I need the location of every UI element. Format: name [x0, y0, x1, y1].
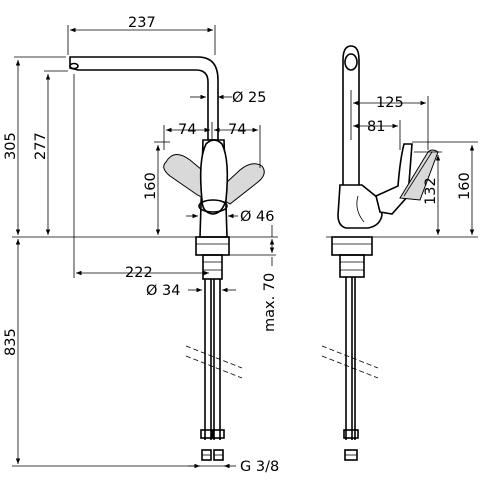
side-body [337, 184, 383, 229]
dim-dia-46: Ø 46 [240, 209, 274, 225]
dim-160-front: 160 [143, 172, 159, 200]
front-handle [199, 139, 229, 215]
front-view [69, 56, 265, 461]
dim-277: 277 [33, 132, 49, 160]
dim-835: 835 [3, 328, 19, 356]
dim-side-132: 132 [423, 177, 439, 205]
dim-305: 305 [3, 132, 19, 160]
side-handle [375, 143, 413, 215]
side-spout [342, 45, 360, 185]
dim-max-70: max. 70 [262, 273, 278, 332]
dim-g-3-8: G 3/8 [240, 459, 279, 475]
dim-side-81: 81 [367, 119, 385, 135]
dim-dia-25: Ø 25 [232, 90, 266, 106]
dim-side-160: 160 [457, 172, 473, 200]
dim-237: 237 [128, 15, 156, 31]
side-dimensions [326, 90, 478, 238]
dim-222: 222 [125, 265, 153, 281]
dim-left-74: 74 [178, 122, 196, 138]
dim-side-125: 125 [376, 95, 404, 111]
dim-dia-34: Ø 34 [146, 283, 180, 299]
front-dimensions [12, 25, 278, 469]
side-view [321, 45, 439, 461]
dim-right-74: 74 [228, 122, 246, 138]
